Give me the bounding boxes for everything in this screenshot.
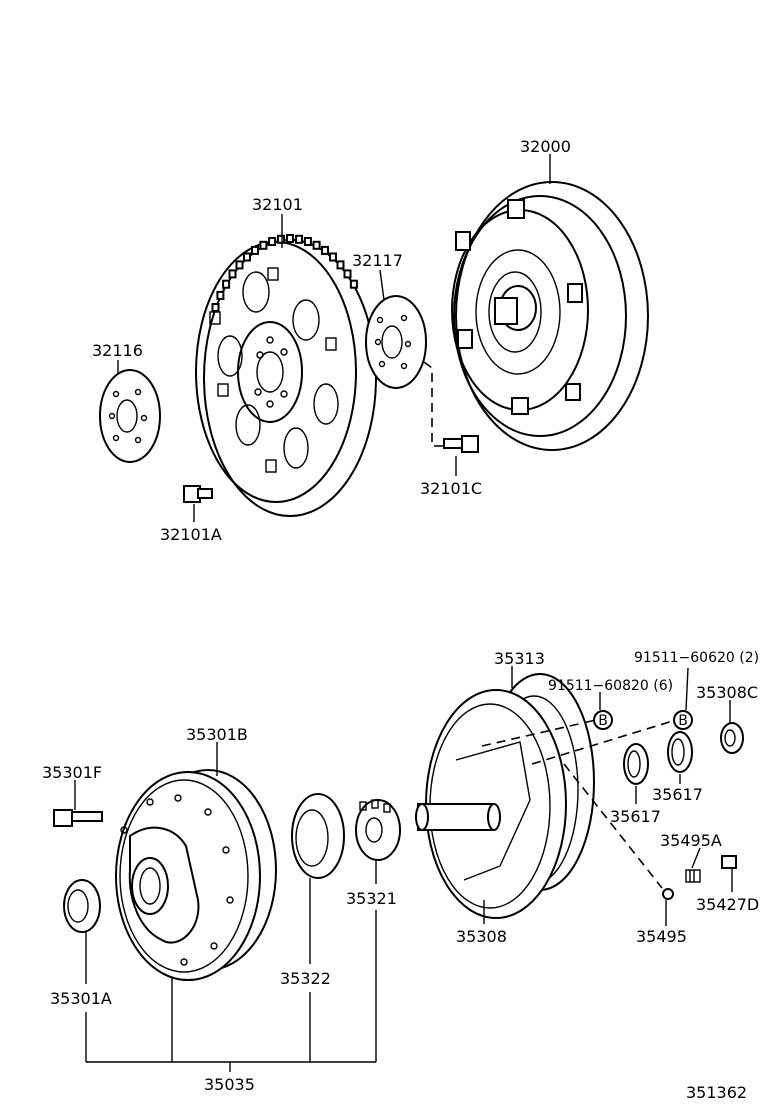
ring-gear-tooth bbox=[336, 260, 345, 270]
label-35308C: 35308C bbox=[696, 683, 758, 702]
label-32101: 32101 bbox=[252, 195, 303, 214]
pump-body bbox=[115, 769, 277, 981]
label-35495: 35495 bbox=[636, 927, 687, 946]
seal-ring-35617-b bbox=[667, 731, 693, 773]
ring-gear-tooth bbox=[243, 252, 251, 262]
label-35035: 35035 bbox=[204, 1075, 255, 1094]
ring-gear-tooth bbox=[216, 290, 225, 300]
ring-gear-tooth bbox=[295, 234, 303, 244]
label-35495A: 35495A bbox=[660, 831, 722, 850]
bolt-marker-b1: B bbox=[593, 710, 613, 730]
label-32101C: 32101C bbox=[420, 479, 482, 498]
ring-gear-tooth bbox=[277, 234, 285, 244]
ring-gear-tooth bbox=[286, 234, 294, 243]
ring-gear-tooth bbox=[329, 252, 337, 262]
label-32000: 32000 bbox=[520, 137, 571, 156]
label-35427D: 35427D bbox=[696, 895, 759, 914]
ring-gear-tooth bbox=[321, 245, 329, 255]
ring-gear-tooth bbox=[259, 240, 268, 250]
bushing-35308C bbox=[720, 722, 744, 754]
spring-35495A bbox=[685, 869, 701, 883]
ring-gear-tooth bbox=[228, 269, 237, 279]
figure-id: 351362 bbox=[686, 1083, 747, 1102]
ring-gear-tooth bbox=[235, 260, 244, 270]
plug-35427D bbox=[721, 855, 737, 869]
seal-ring-35617-a bbox=[623, 743, 649, 785]
label-35301A: 35301A bbox=[50, 989, 112, 1008]
ring-gear-tooth bbox=[312, 240, 321, 250]
drive-gear-35321 bbox=[355, 799, 401, 861]
spacer-plate-32117 bbox=[365, 295, 427, 389]
bolt-marker-b2-label: B bbox=[678, 713, 688, 729]
label-35321: 35321 bbox=[346, 889, 397, 908]
bolt-35301F bbox=[53, 809, 103, 827]
bolt-marker-b1-label: B bbox=[598, 713, 608, 729]
ring-gear-tooth bbox=[211, 303, 220, 312]
label-32101A: 32101A bbox=[160, 525, 222, 544]
label-35308: 35308 bbox=[456, 927, 507, 946]
label-35322: 35322 bbox=[280, 969, 331, 988]
label-32116: 32116 bbox=[92, 341, 143, 360]
label-32117: 32117 bbox=[352, 251, 403, 270]
spacer-plate-32116 bbox=[99, 369, 161, 463]
label-35617-b: 35617 bbox=[652, 785, 703, 804]
label-35301F: 35301F bbox=[42, 763, 102, 782]
bolt-marker-b2: B bbox=[673, 710, 693, 730]
ring-gear-tooth bbox=[251, 245, 259, 255]
label-35313: 35313 bbox=[494, 649, 545, 668]
drive-plate bbox=[195, 234, 377, 517]
label-91511-60820: 91511−60820 (6) bbox=[548, 678, 673, 694]
bolt-32101A bbox=[183, 485, 213, 503]
label-35617-a: 35617 bbox=[610, 807, 661, 826]
bolt-32101C bbox=[443, 435, 479, 453]
label-35301B: 35301B bbox=[186, 725, 248, 744]
ball-35495 bbox=[662, 888, 674, 900]
ring-gear-tooth bbox=[303, 237, 312, 246]
torque-converter bbox=[451, 181, 649, 451]
oil-seal-35301A bbox=[63, 879, 101, 933]
stator-shaft bbox=[415, 673, 595, 919]
ring-gear-tooth bbox=[222, 279, 231, 289]
ring-gear-tooth bbox=[268, 237, 277, 246]
ring-gear-tooth bbox=[343, 269, 352, 279]
ring-gear-tooth bbox=[349, 279, 358, 289]
label-91511-60620: 91511−60620 (2) bbox=[634, 650, 759, 666]
driven-gear-35322 bbox=[291, 793, 345, 879]
leader-lines bbox=[74, 154, 733, 1072]
